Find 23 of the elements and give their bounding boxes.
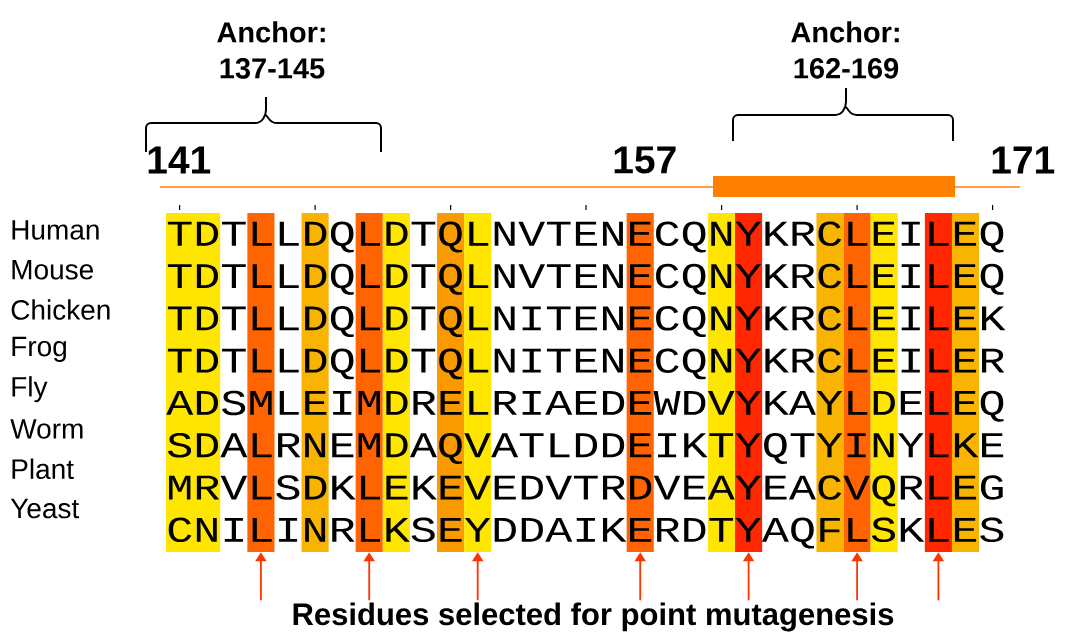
- species-label: Frog: [12, 336, 66, 362]
- species-label: Human: [12, 220, 99, 240]
- sequence-row: TDTLLDQLDTQLNVTENECQNYKRCLEILEQ: [167, 221, 1004, 253]
- species-label: Plant: [12, 458, 74, 480]
- species-label: Chicken: [11, 299, 110, 320]
- species-label: Worm: [10, 419, 83, 439]
- anchor-label: Anchor: 137-145: [217, 21, 325, 79]
- sequence-row: CNILINRLKSEYDDAIKERDTYAQFLSKLES: [168, 517, 1004, 549]
- sequence-row: MRVLSDKLEKEVEDVTRDVEAYEACVQRLEG: [169, 475, 1003, 507]
- sequence-row: SDALRNEMDAQVATLDDEIKTYQTYINYLKE: [167, 433, 1004, 464]
- sequence-row: ADSMLEIMDRELRIAEDEWDVYKAYLDELEQ: [166, 390, 1004, 422]
- species-label: Fly: [12, 376, 48, 403]
- sequence-row: TDTLLDQLDTQLNITENECQNYKRCLEILEK: [167, 306, 1006, 338]
- position-number: 141: [148, 146, 211, 174]
- position-number: 157: [614, 146, 676, 174]
- sequence-row: TDTLLDQLDTQLNITENECQNYKRCLEILER: [167, 348, 1005, 380]
- sequence-row: TDTLLDQLDTQLNVTENECQNYKRCLEILEQ: [167, 263, 1004, 295]
- position-number: 171: [992, 146, 1055, 174]
- caption-text: Residues selected for point mutagenesis: [293, 602, 894, 632]
- anchor-label: Anchor: 162-169: [791, 21, 899, 79]
- anchor-bar: [713, 176, 955, 197]
- species-label: Yeast: [10, 498, 80, 519]
- species-label: Mouse: [12, 260, 93, 280]
